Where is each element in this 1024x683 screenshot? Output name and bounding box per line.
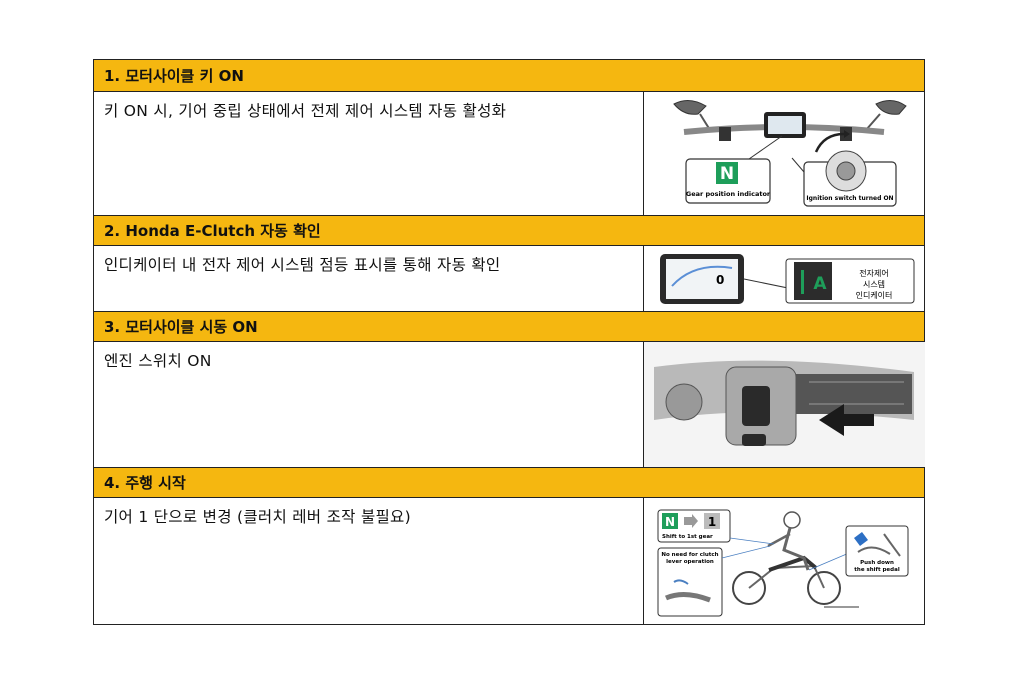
meter-illustration: 0 A 전자제어 시스템 인디케이터 [660,254,915,304]
section-1-row: 키 ON 시, 기어 중립 상태에서 전제 제어 시스템 자동 활성화 N [94,92,924,216]
section-1-header: 1. 모터사이클 키 ON [94,60,924,92]
section-3-illustration [643,342,925,467]
section-1-illustration: N Gear position indicator Ignition switc… [643,92,925,215]
indicator-caption-line-2: 시스템 [863,279,885,289]
handlebar-illustration: N Gear position indicator Ignition switc… [673,100,907,207]
instruction-table: 1. 모터사이클 키 ON 키 ON 시, 기어 중립 상태에서 전제 제어 시… [93,59,925,625]
gear-indicator-letter: N [720,164,734,184]
section-3-row: 엔진 스위치 ON [94,342,925,468]
indicator-letter: A [813,274,827,294]
section-4-row: 기어 1 단으로 변경 (클러치 레버 조작 불필요) N 1 Shift to… [94,498,924,624]
pedal-caption-line-2: the shift pedal [854,567,900,573]
clutch-caption-line-1: No need for clutch [661,552,718,558]
section-2-illustration: 0 A 전자제어 시스템 인디케이터 [643,246,925,311]
section-3-description: 엔진 스위치 ON [104,352,212,370]
ignition-caption: Ignition switch turned ON [806,195,893,202]
from-gear-letter: N [665,515,675,529]
section-3-header: 3. 모터사이클 시동 ON [94,312,924,342]
section-4-header: 4. 주행 시작 [94,468,924,498]
section-2-header: 2. Honda E-Clutch 자동 확인 [94,216,924,246]
gear-indicator-caption: Gear position indicator [686,190,771,198]
to-gear-number: 1 [708,515,716,529]
indicator-caption-line-1: 전자제어 [859,268,888,278]
riding-illustration: N 1 Shift to 1st gear No need for clutch… [657,509,909,617]
pedal-caption-line-1: Push down [860,560,894,566]
section-4-illustration: N 1 Shift to 1st gear No need for clutch… [643,498,925,624]
section-2-title: 2. Honda E-Clutch 자동 확인 [104,222,321,240]
shift-caption: Shift to 1st gear [662,534,713,540]
section-1-title: 1. 모터사이클 키 ON [104,67,244,85]
switch-illustration [644,342,925,467]
section-3-title: 3. 모터사이클 시동 ON [104,318,258,336]
clutch-caption-line-2: lever operation [666,559,714,565]
section-4-title: 4. 주행 시작 [104,474,186,492]
section-1-description: 키 ON 시, 기어 중립 상태에서 전제 제어 시스템 자동 활성화 [104,102,507,120]
section-2-row: 인디케이터 내 전자 제어 시스템 점등 표시를 통해 자동 확인 0 A 전자… [94,246,924,312]
section-2-description: 인디케이터 내 전자 제어 시스템 점등 표시를 통해 자동 확인 [104,256,501,274]
section-4-description: 기어 1 단으로 변경 (클러치 레버 조작 불필요) [104,508,411,526]
indicator-caption-line-3: 인디케이터 [856,290,893,300]
meter-speed-value: 0 [716,273,724,287]
